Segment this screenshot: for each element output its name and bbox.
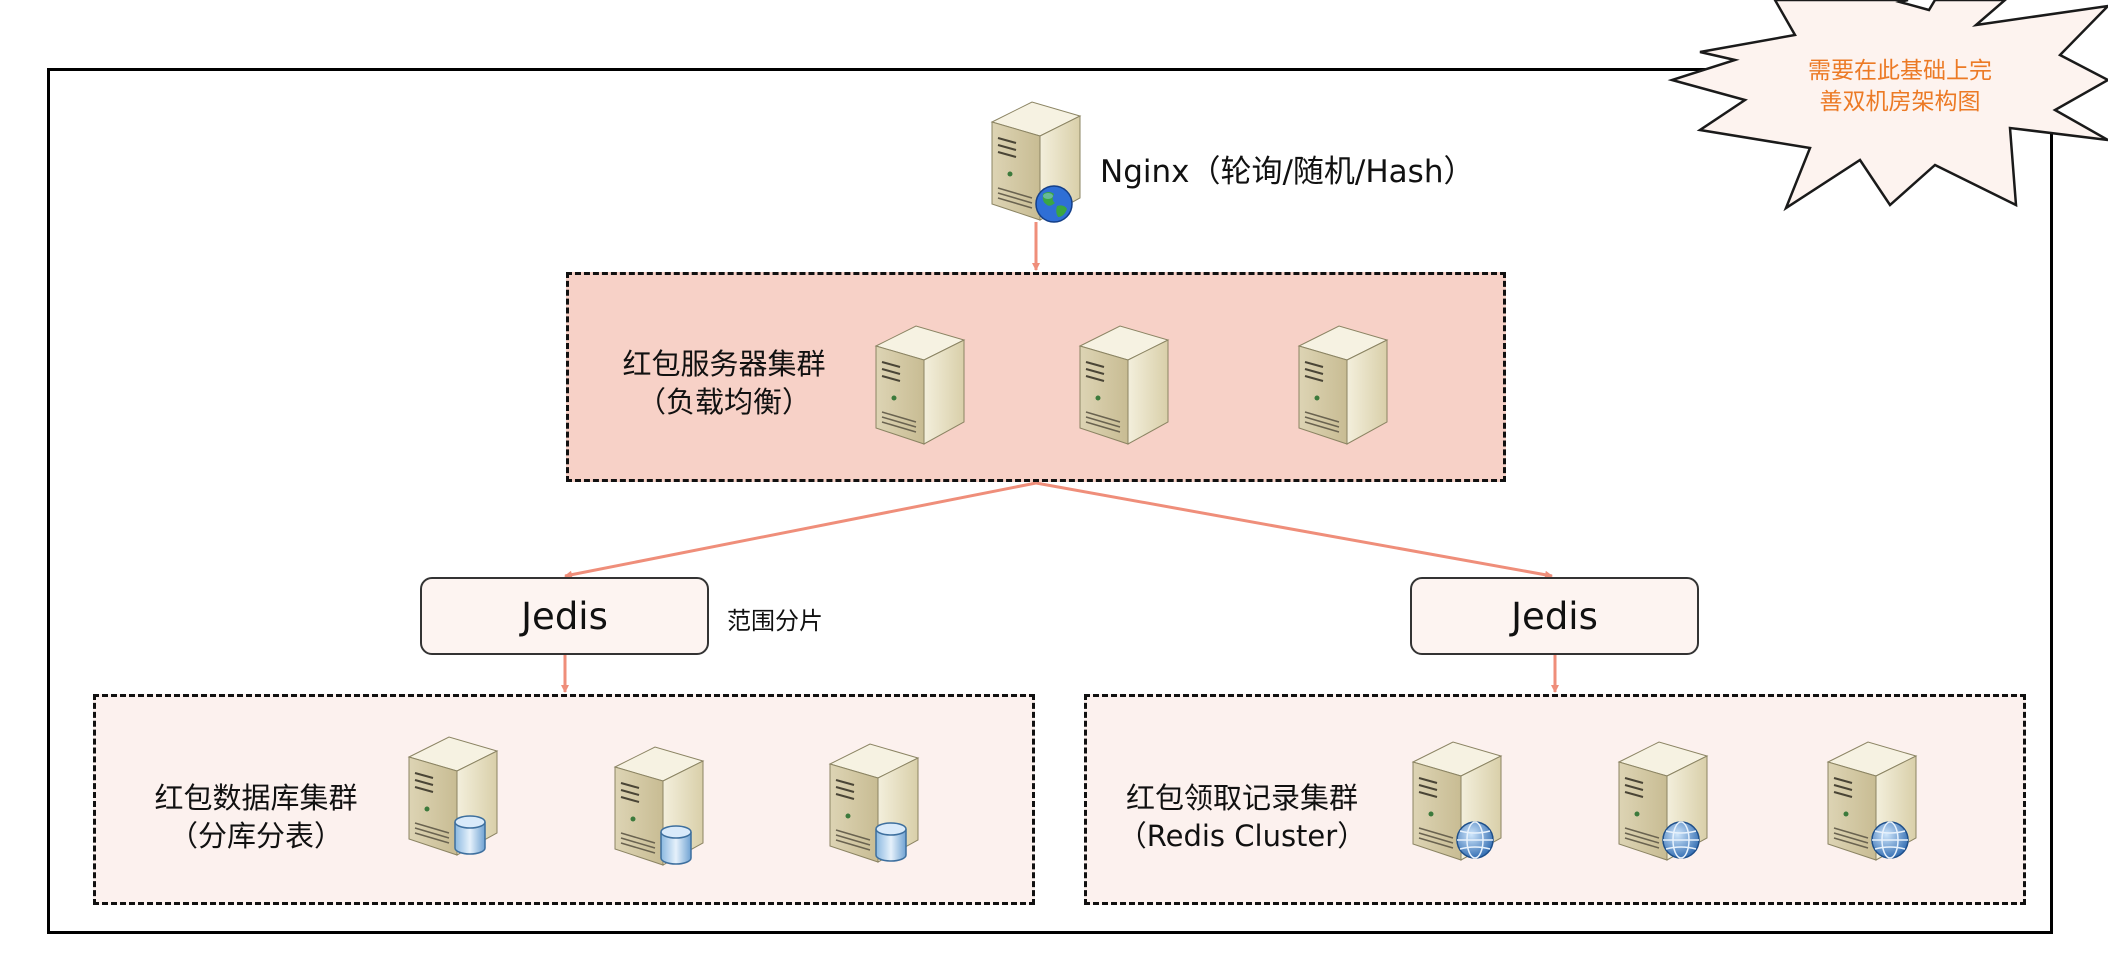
record-cluster-subtitle: （Redis Cluster）: [1117, 819, 1367, 853]
record-cluster-title: 红包领取记录集群: [1125, 781, 1358, 815]
callout-line-2: 善双机房架构图: [1819, 89, 1981, 115]
nginx-label: Nginx（轮询/随机/Hash）: [1100, 154, 1475, 190]
jedis-left-box: Jedis: [420, 577, 709, 655]
callout-text: 需要在此基础上完 善双机房架构图: [1790, 56, 2010, 118]
callout-line-1: 需要在此基础上完: [1808, 58, 1992, 84]
db-cluster-title: 红包数据库集群: [154, 781, 358, 815]
jedis-left-label: Jedis: [521, 594, 608, 638]
db-cluster-label: 红包数据库集群 （分库分表）: [136, 779, 376, 855]
server-cluster-subtitle: （负载均衡）: [636, 385, 811, 419]
server-cluster-title: 红包服务器集群: [622, 347, 826, 381]
arrow-servers-to-jedis-right: [1035, 481, 1553, 579]
db-cluster-subtitle: （分库分表）: [168, 819, 343, 853]
range-sharding-note: 范围分片: [727, 607, 823, 635]
record-cluster-label: 红包领取记录集群 （Redis Cluster）: [1117, 779, 1367, 855]
arrow-servers-to-jedis-left: [564, 481, 1037, 579]
diagram-frame: [47, 68, 2053, 934]
jedis-right-label: Jedis: [1511, 594, 1598, 638]
server-cluster-label: 红包服务器集群 （负载均衡）: [614, 345, 834, 421]
jedis-right-box: Jedis: [1410, 577, 1699, 655]
